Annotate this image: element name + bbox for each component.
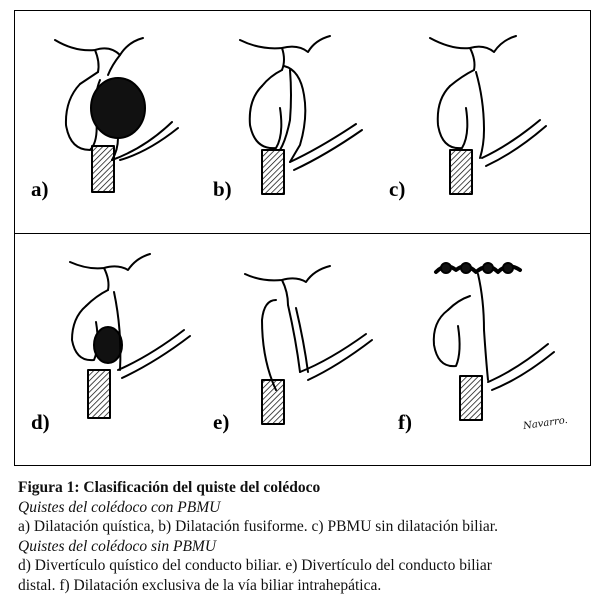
panel-label-c: c) [389,177,406,201]
panel-label-e: e) [213,410,230,434]
panel-f-drawing [432,262,555,421]
panel-label-f: f) [398,410,412,434]
choledochal-cyst-illustrations [54,35,555,425]
panel-a-drawing [54,37,179,193]
figure-frame [14,10,591,466]
panel-label-b: b) [213,177,232,201]
caption-line-2: d) Divertículo quístico del conducto bil… [18,557,492,575]
panel-b-drawing [239,35,363,195]
figure-caption: Figura 1: Clasificación del quiste del c… [18,478,598,596]
caption-title: Figura 1: Clasificación del quiste del c… [18,479,321,496]
panel-label-d: d) [31,410,50,434]
panel-label-a: a) [31,177,49,201]
figure-row-divider [14,233,591,234]
panel-d-drawing [69,253,191,419]
caption-subtitle-with-pbmu: Quistes del colédoco con PBMU [18,498,221,516]
panel-e-drawing [244,265,373,425]
caption-subtitle-without-pbmu: Quistes del colédoco sin PBMU [18,537,217,555]
caption-line-1: a) Dilatación quística, b) Dilatación fu… [18,518,498,536]
caption-line-3: distal. f) Dilatación exclusiva de la ví… [18,576,382,594]
panel-c-drawing [429,35,547,195]
